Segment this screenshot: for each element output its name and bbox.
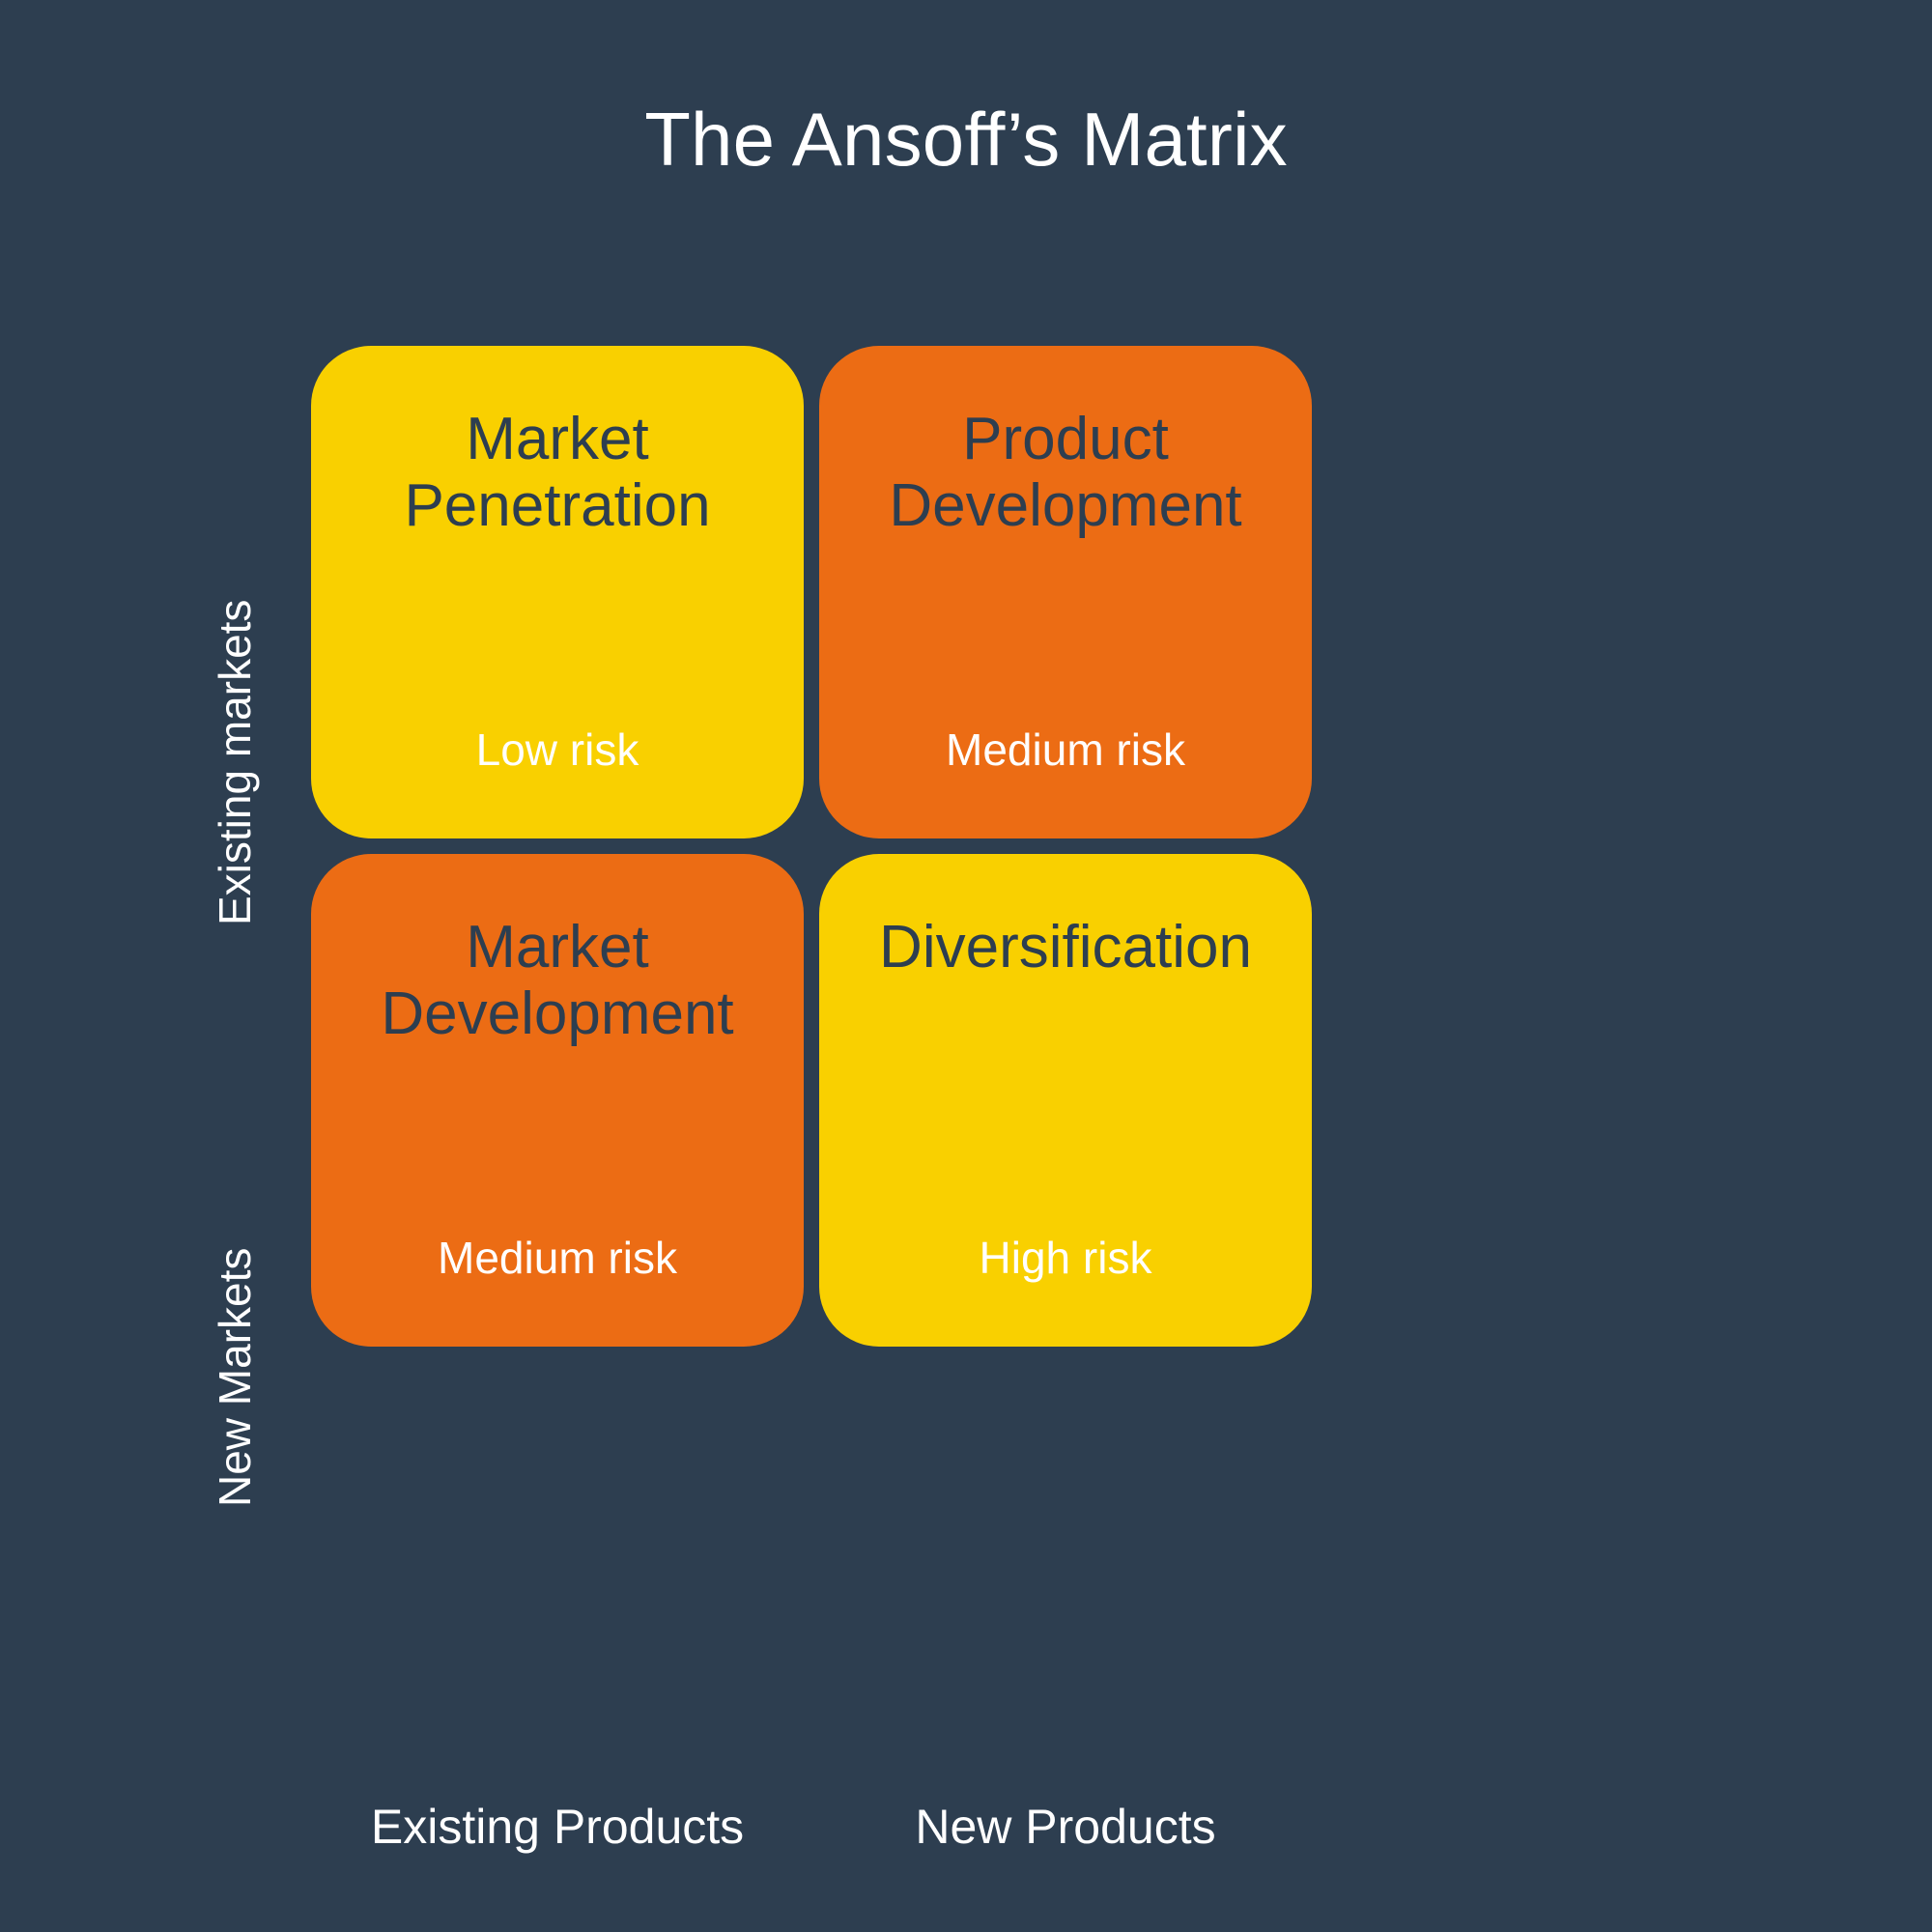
axis-label-existing-products: Existing Products	[370, 1800, 745, 1854]
quadrant-title: Product Development	[819, 406, 1312, 540]
matrix-grid: Market Penetration Low risk Product Deve…	[311, 346, 1312, 1347]
quadrant-title-line-2: Development	[889, 472, 1242, 540]
quadrant-title-line-1: Product	[962, 406, 1169, 472]
quadrant-title: Market Penetration	[311, 406, 804, 540]
axis-label-existing-markets: Existing markets	[210, 599, 260, 925]
quadrant-market-development[interactable]: Market Development Medium risk	[311, 854, 804, 1347]
quadrant-title: Market Development	[311, 914, 804, 1048]
quadrant-title-line-2: Development	[381, 980, 734, 1048]
quadrant-title: Diversification	[819, 914, 1312, 980]
quadrant-risk-label: Medium risk	[946, 724, 1185, 776]
axis-label-new-products: New Products	[915, 1800, 1216, 1854]
quadrant-diversification[interactable]: Diversification High risk	[819, 854, 1312, 1347]
quadrant-title-line-1: Market	[466, 406, 649, 472]
quadrant-title-line-1: Market	[466, 914, 649, 980]
axis-label-new-markets: New Markets	[210, 1247, 260, 1507]
quadrant-title-line-1: Diversification	[879, 914, 1252, 980]
quadrant-risk-label: Medium risk	[438, 1233, 677, 1284]
quadrant-title-line-2: Penetration	[404, 472, 711, 540]
quadrant-market-penetration[interactable]: Market Penetration Low risk	[311, 346, 804, 838]
quadrant-risk-label: High risk	[979, 1233, 1152, 1284]
quadrant-product-development[interactable]: Product Development Medium risk	[819, 346, 1312, 838]
page-title: The Ansoff’s Matrix	[644, 97, 1288, 182]
quadrant-risk-label: Low risk	[475, 724, 639, 776]
